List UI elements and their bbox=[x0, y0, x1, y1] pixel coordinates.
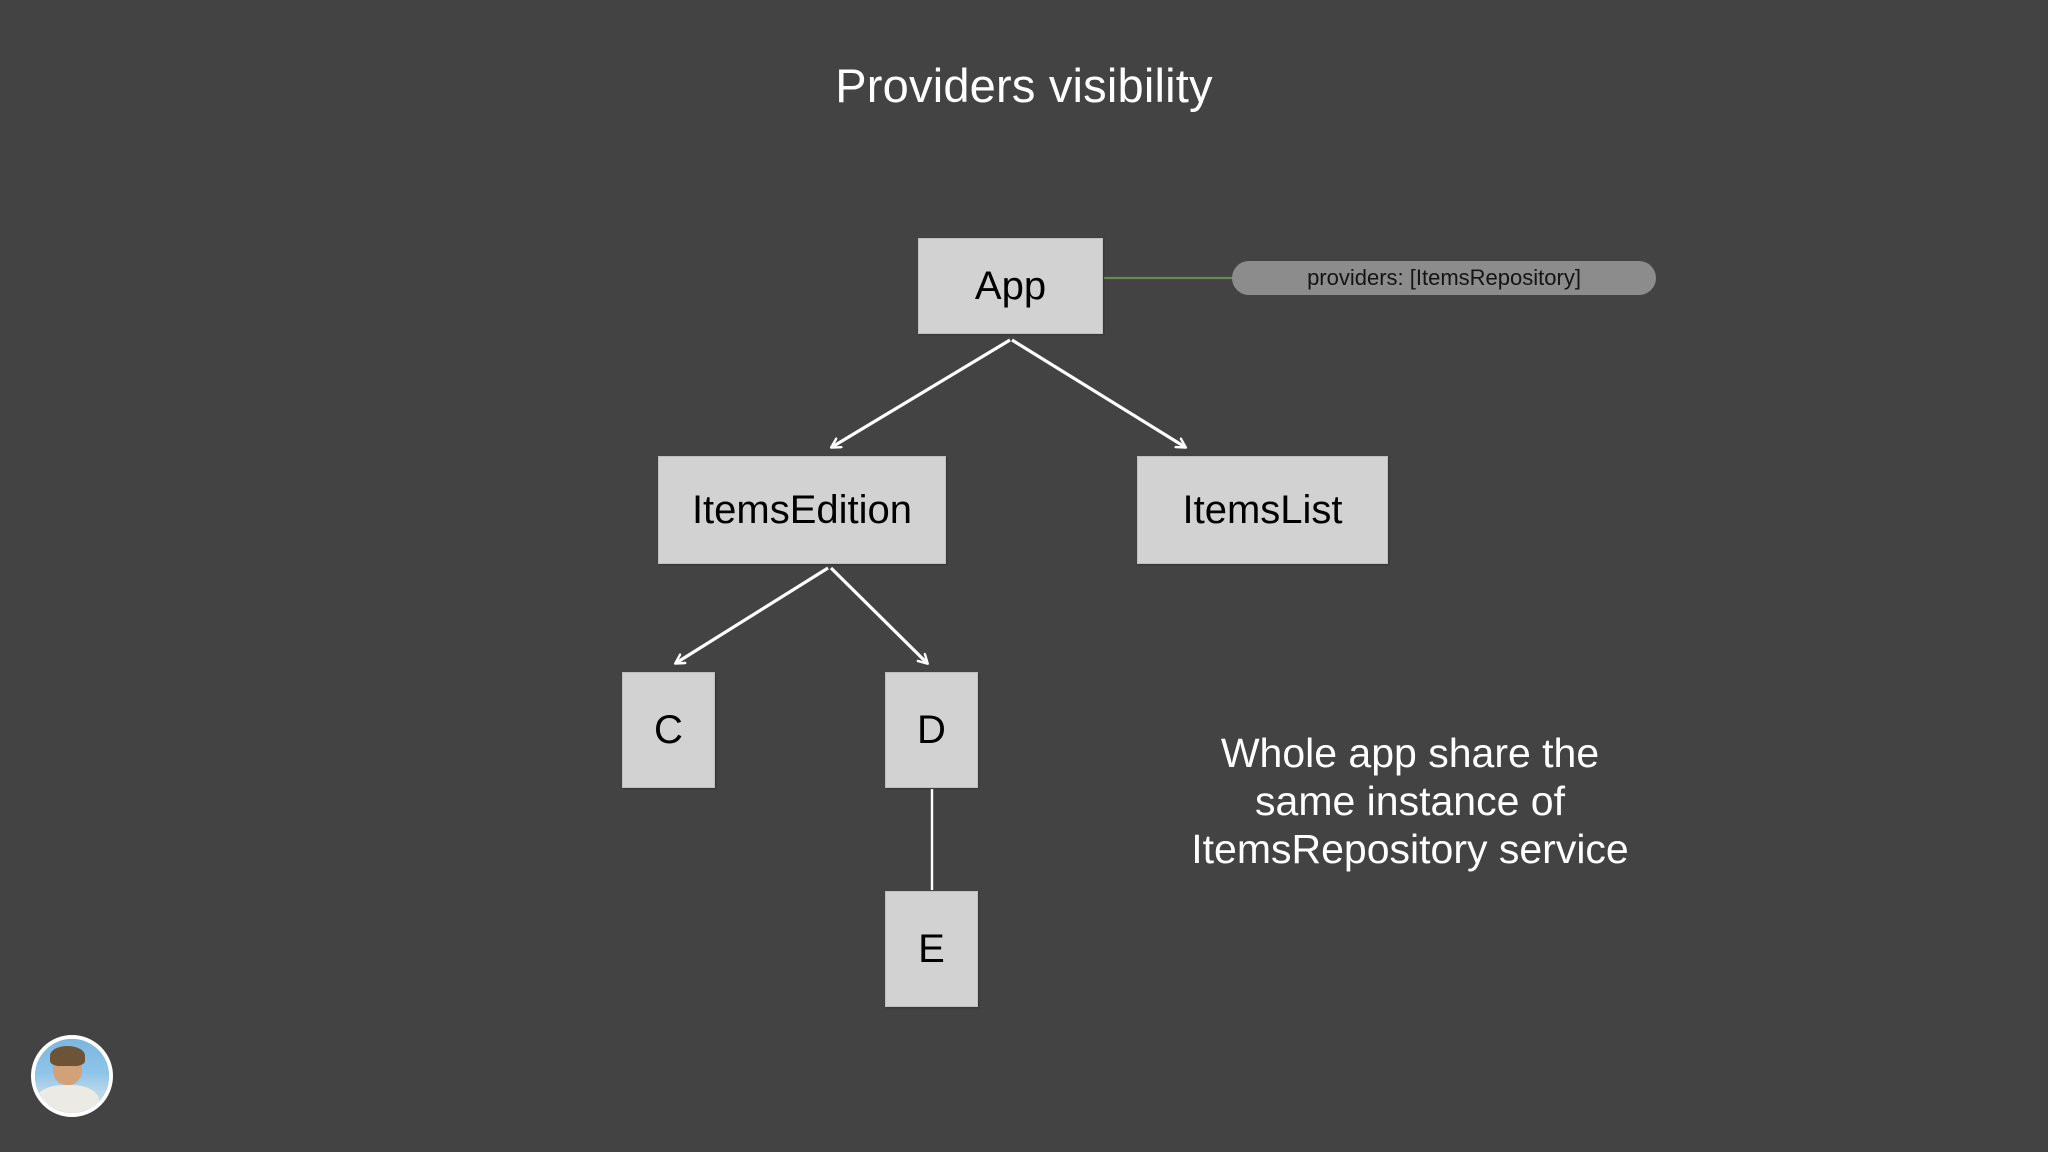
page-title: Providers visibility bbox=[835, 59, 1213, 112]
node-d[interactable]: D bbox=[885, 672, 978, 788]
edge-app-to-itemsedition bbox=[832, 338, 1011, 447]
note-line-3: ItemsRepository service bbox=[1191, 825, 1629, 872]
node-e-label: E bbox=[918, 927, 945, 971]
node-c[interactable]: C bbox=[622, 672, 715, 788]
node-app-label: App bbox=[974, 264, 1047, 308]
providers-annotation-label: providers: [ItemsRepository] bbox=[1307, 265, 1581, 290]
explanatory-note: Whole app share the same instance of Ite… bbox=[1105, 730, 1715, 874]
avatar bbox=[31, 1035, 113, 1117]
note-line-1: Whole app share the bbox=[1220, 730, 1600, 776]
providers-annotation-pill: providers: [ItemsRepository] bbox=[1232, 261, 1656, 295]
node-app[interactable]: App bbox=[918, 238, 1103, 334]
node-items-edition-label: ItemsEdition bbox=[691, 488, 913, 532]
edge-itemsedition-to-d bbox=[829, 566, 927, 663]
edge-app-to-itemslist bbox=[1011, 338, 1185, 447]
node-c-label: C bbox=[654, 708, 683, 752]
edge-itemsedition-to-c bbox=[676, 566, 829, 663]
avatar-hair bbox=[49, 1046, 86, 1066]
node-items-list[interactable]: ItemsList bbox=[1137, 456, 1388, 564]
node-d-label: D bbox=[917, 708, 946, 752]
node-items-list-label: ItemsList bbox=[1182, 488, 1343, 532]
node-e[interactable]: E bbox=[885, 891, 978, 1007]
avatar-torso bbox=[36, 1084, 99, 1113]
node-items-edition[interactable]: ItemsEdition bbox=[658, 456, 946, 564]
note-line-2: same instance of bbox=[1255, 777, 1565, 824]
